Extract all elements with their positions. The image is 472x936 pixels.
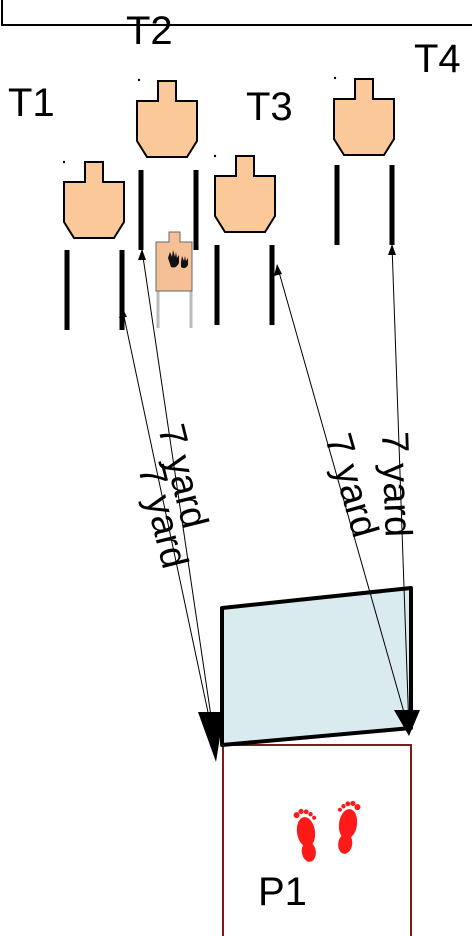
engagement-lines: [121, 244, 410, 751]
arrow-icon: [119, 244, 420, 762]
position-label-p1: P1: [258, 870, 307, 914]
target-t4: [333, 78, 395, 156]
target-t2: [136, 80, 198, 158]
distance-label-t4: 7 yard: [373, 431, 419, 538]
target-t1: [63, 161, 125, 239]
target-label-t2: T2: [126, 9, 173, 53]
target-dots: [62, 76, 337, 164]
backstop-wall: [1, 0, 472, 26]
target-label-t1: T1: [8, 81, 55, 125]
shooting-box: [222, 744, 412, 936]
target-t3: [214, 155, 276, 233]
hands-icon: [168, 250, 188, 269]
footprints-icon: [293, 800, 361, 862]
no-shoot-stand: [156, 290, 193, 328]
target-stands: [64, 165, 395, 330]
target-label-t3: T3: [246, 85, 293, 129]
no-shoot-target: [155, 231, 193, 292]
target-label-t4: T4: [414, 37, 461, 81]
fault-area: [220, 586, 413, 747]
